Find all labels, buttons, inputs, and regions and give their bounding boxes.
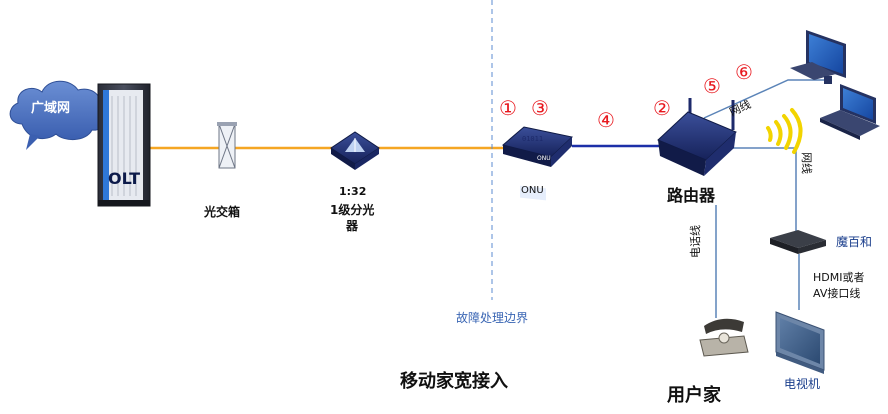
fault-boundary-label: 故障处理边界 [456,311,529,325]
router-icon [657,98,737,176]
cloud-icon [9,80,106,150]
onu-body-text: ONU [537,155,551,162]
mobile-broadband-section-label: 移动家宽接入 [400,371,508,392]
splitter-ratio-label: 1:32 [339,185,367,198]
marker-4: ④ [597,108,615,132]
laptop-icon [820,84,880,140]
splitter-icon [330,131,380,170]
marker-6: ⑥ [735,60,753,84]
cross-box-label: 光交箱 [204,205,241,219]
hdmi-line-label-2: AV接口线 [813,287,861,300]
onu-chip-text: 01011 [522,135,543,143]
wifi-signal-icon [766,108,803,154]
hdmi-line-label-1: HDMI或者 [813,271,865,284]
set-top-box-icon [770,230,826,254]
marker-3: ③ [531,96,549,120]
onu-icon [501,126,574,201]
cross-box-icon [217,122,237,169]
splitter-label-line1: 1级分光 [330,203,375,217]
network-cable-pc [703,79,830,119]
network-cable-stb [728,147,797,236]
marker-2: ② [653,96,671,120]
phone-line-label: 电话线 [689,225,702,258]
router-label: 路由器 [667,186,716,205]
tv-label: 电视机 [784,377,821,391]
olt-rack-icon [97,83,151,207]
marker-5: ⑤ [703,74,721,98]
olt-label: OLT [108,169,141,188]
network-cable-stb-label: 网线 [800,152,813,174]
set-top-box-label: 魔百和 [836,235,873,249]
splitter-label-line2: 器 [346,219,359,233]
desktop-pc-icon [790,30,846,84]
user-home-section-label: 用户家 [667,385,721,406]
marker-1: ① [499,96,517,120]
cloud-label: 广域网 [31,101,71,116]
tv-icon [775,311,825,374]
onu-label: ONU [521,185,544,196]
telephone-icon [699,318,749,357]
